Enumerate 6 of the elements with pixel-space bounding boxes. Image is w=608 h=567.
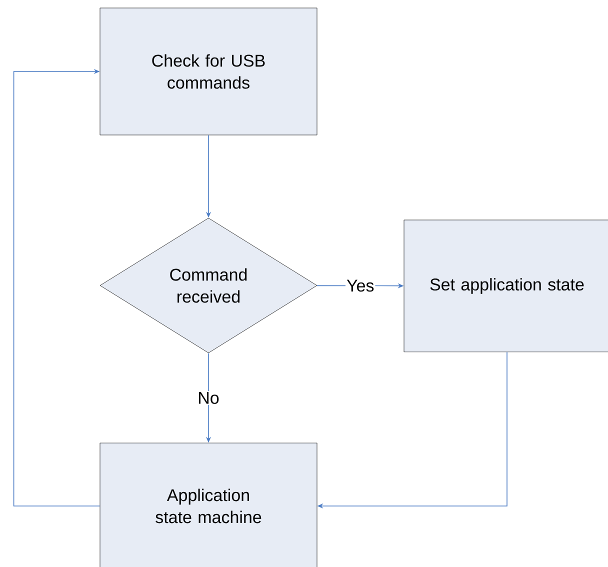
edge-label: No (196, 391, 220, 405)
process-box: Check for USB commands (100, 8, 318, 136)
edge-label: Yes (346, 278, 376, 293)
arrow (13, 68, 100, 506)
process-box: Application state machine (100, 442, 318, 567)
process-box: Set application state (404, 220, 608, 352)
